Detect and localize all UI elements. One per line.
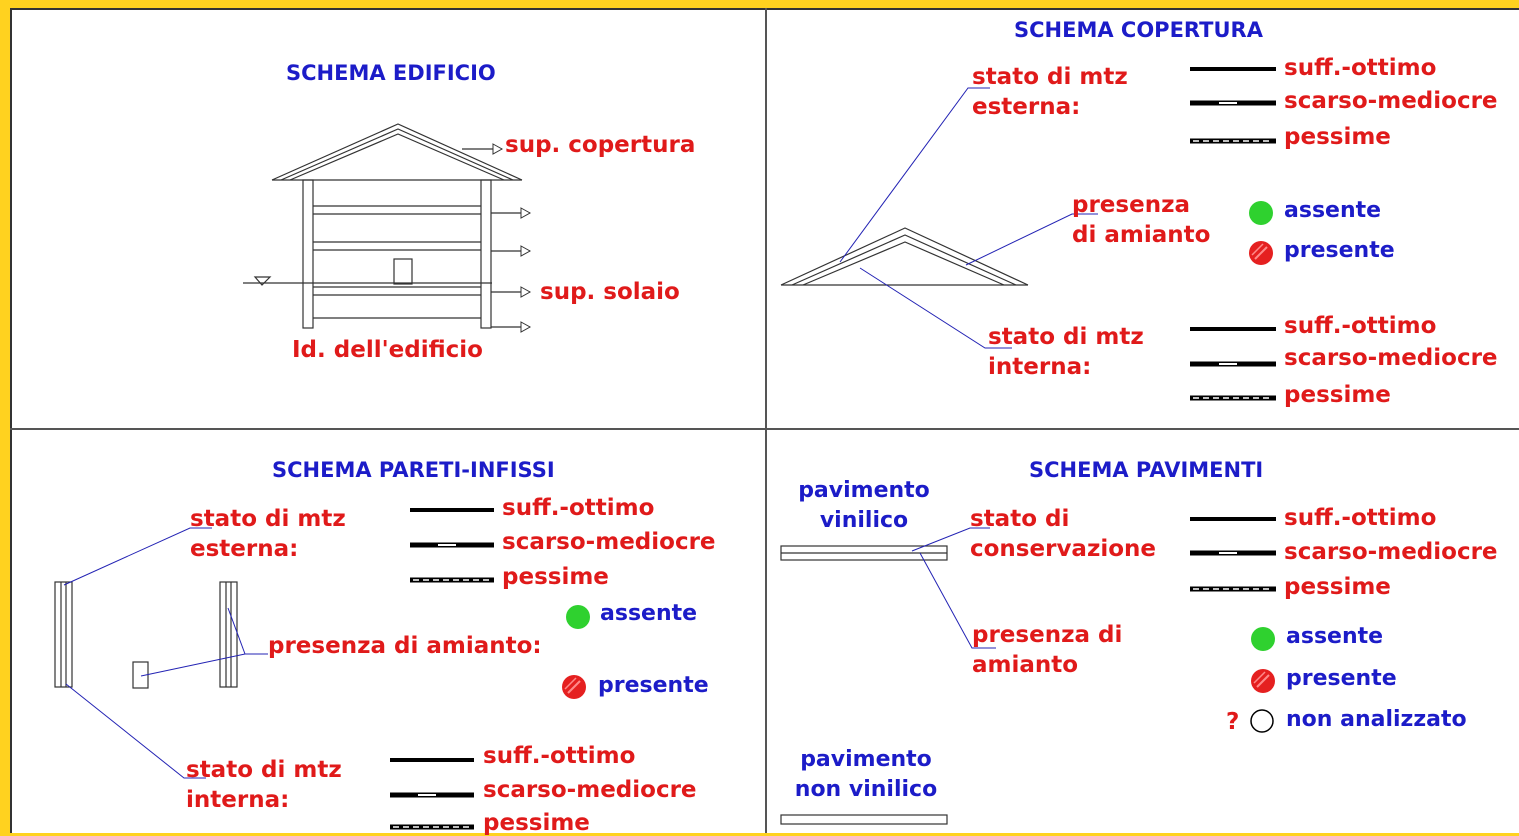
roof-absent-label: assente — [1284, 198, 1382, 223]
roof-leaders — [839, 87, 1098, 349]
roof-ext-legend-fair: scarso-mediocre — [1284, 88, 1498, 114]
floor-present-dot-hatch — [1256, 674, 1270, 688]
roof-present-label: presente — [1284, 238, 1395, 263]
wall-drawing — [54, 581, 238, 689]
vinyl-floor-label: pavimento vinilico — [798, 478, 930, 533]
title-pavimenti: SCHEMA PAVIMENTI — [1029, 458, 1264, 482]
floor-surface-label: sup. solaio — [540, 279, 680, 305]
floor-unknown-label: non analizzato — [1286, 707, 1467, 732]
roof-drawing — [780, 227, 1029, 286]
roof-asbestos-label: presenza di amianto — [1072, 192, 1211, 248]
wall-present-dot-hatch — [567, 680, 581, 694]
building-id-label: Id. dell'edificio — [292, 337, 483, 363]
legend-line-samples — [390, 67, 1276, 830]
floor-asbestos-label: presenza di amianto — [972, 622, 1123, 678]
floor-absent-label: assente — [1286, 624, 1384, 649]
title-pareti: SCHEMA PARETI-INFISSI — [272, 458, 555, 482]
wall-present-label: presente — [598, 673, 709, 698]
wall-ext-legend-poor: pessime — [502, 564, 609, 590]
floor-legend-poor: pessime — [1284, 574, 1391, 600]
floor-conservation-label: stato di conservazione — [970, 506, 1156, 562]
wall-ext-legend-good: suff.-ottimo — [502, 495, 655, 521]
floor-present-dot-hatch — [1253, 671, 1266, 684]
vertical-divider — [765, 8, 767, 833]
roof-int-legend-poor: pessime — [1284, 382, 1391, 408]
wall-int-state-label: stato di mtz interna: — [186, 757, 342, 813]
building-drawing — [243, 123, 532, 333]
wall-int-legend-poor: pessime — [483, 810, 590, 836]
floor-legend-fair: scarso-mediocre — [1284, 539, 1498, 565]
floor-legend-good: suff.-ottimo — [1284, 505, 1437, 531]
roof-ext-state-label: stato di mtz esterna: — [972, 64, 1128, 120]
unknown-question-mark: ? — [1226, 709, 1240, 735]
floor-present-label: presente — [1286, 666, 1397, 691]
floor-leaders — [911, 527, 996, 649]
roof-present-dot-hatch — [1254, 246, 1268, 260]
wall-asbestos-label: presenza di amianto: — [268, 633, 542, 659]
wall-leaders — [63, 527, 268, 779]
wall-absent-label: assente — [600, 601, 698, 626]
diagram-frame — [10, 8, 1519, 833]
title-edificio: SCHEMA EDIFICIO — [286, 61, 496, 85]
roof-surface-label: sup. copertura — [505, 132, 696, 158]
wall-ext-state-label: stato di mtz esterna: — [190, 506, 346, 562]
roof-absent-dot — [1249, 201, 1273, 225]
floor-absent-dot — [1251, 627, 1275, 651]
roof-int-legend-good: suff.-ottimo — [1284, 313, 1437, 339]
floor-drawing — [780, 545, 948, 825]
roof-ext-legend-good: suff.-ottimo — [1284, 55, 1437, 81]
non-vinyl-floor-label: pavimento non vinilico — [794, 747, 938, 802]
roof-int-legend-fair: scarso-mediocre — [1284, 345, 1498, 371]
wall-int-legend-fair: scarso-mediocre — [483, 777, 697, 803]
wall-ext-legend-fair: scarso-mediocre — [502, 529, 716, 555]
wall-absent-dot — [566, 605, 590, 629]
horizontal-divider — [10, 428, 1519, 430]
roof-ext-legend-poor: pessime — [1284, 124, 1391, 150]
roof-present-dot-hatch — [1251, 243, 1264, 256]
floor-unknown-dot — [1250, 709, 1274, 733]
status-dots — [562, 201, 1275, 733]
title-copertura: SCHEMA COPERTURA — [1014, 18, 1263, 42]
roof-int-state-label: stato di mtz interna: — [988, 324, 1144, 380]
wall-int-legend-good: suff.-ottimo — [483, 743, 636, 769]
wall-present-dot-hatch — [564, 677, 577, 690]
